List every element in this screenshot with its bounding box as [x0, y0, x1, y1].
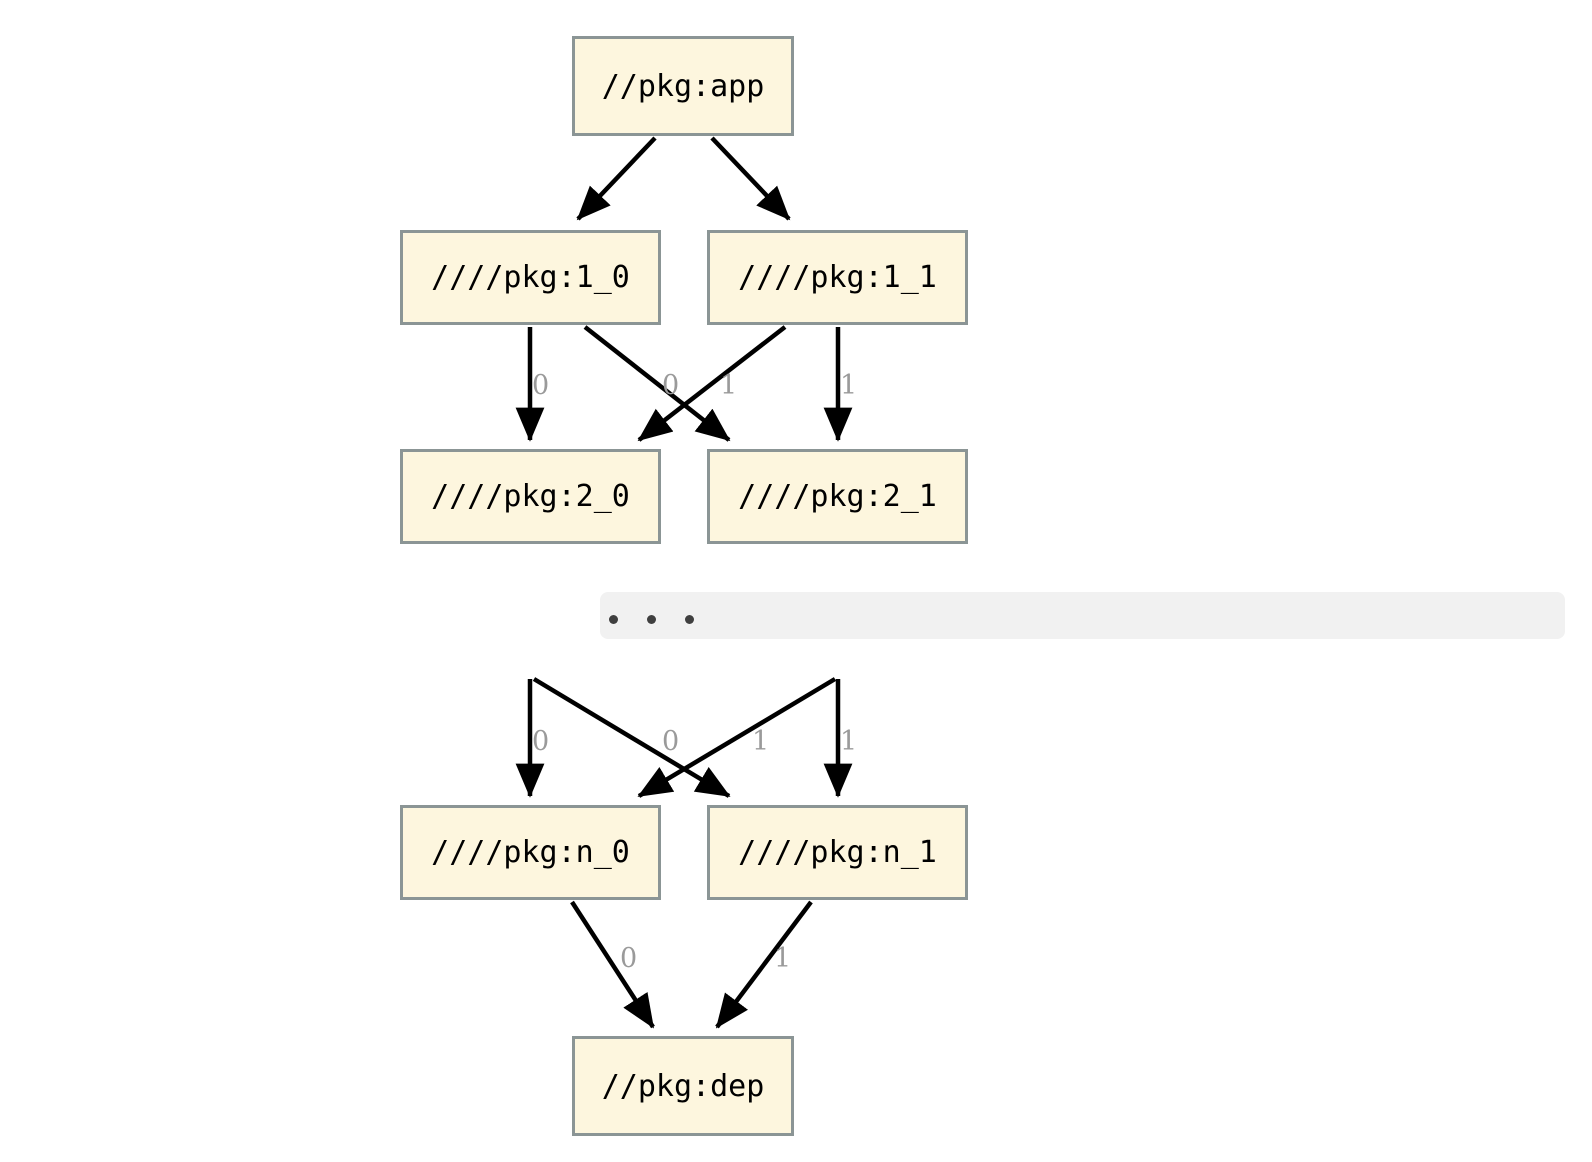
ellipsis-dot [647, 615, 656, 624]
node-pkg-n_1[interactable]: ////pkg:n_1 [707, 805, 968, 900]
edge-label-above-n_0-cross: 1 [752, 726, 770, 757]
edge-1_1-to-2_0 [637, 325, 787, 442]
node-label: ////pkg:1_1 [738, 260, 937, 295]
edge-label-above-n_1-straight: 1 [840, 726, 858, 757]
edge-label-above-n_0-straight: 0 [532, 726, 550, 757]
edge-above-to-n_1-cross [532, 677, 731, 798]
edge-app-to-1_0 [576, 136, 657, 221]
edge-above-to-n_0-cross [637, 677, 837, 798]
edge-label-above-n_1-cross: 0 [662, 726, 680, 757]
edge-label-1_0-2_0: 0 [532, 370, 550, 401]
ellipsis-dot [609, 615, 618, 624]
collapsed-region-band[interactable] [600, 592, 1565, 639]
node-pkg-n_0[interactable]: ////pkg:n_0 [400, 805, 661, 900]
node-pkg-dep[interactable]: //pkg:dep [572, 1036, 794, 1136]
edge-n_0-to-dep [570, 900, 655, 1029]
edge-1_0-to-2_1 [583, 325, 731, 442]
node-pkg-2_0[interactable]: ////pkg:2_0 [400, 449, 661, 544]
node-label: ////pkg:n_1 [738, 835, 937, 870]
edge-label-1_1-2_1: 1 [840, 370, 858, 401]
edge-label-1_0-2_1: 0 [662, 370, 680, 401]
node-label: ////pkg:2_0 [431, 479, 630, 514]
node-label: ////pkg:2_1 [738, 479, 937, 514]
edge-n_1-to-dep [715, 900, 813, 1029]
node-label: ////pkg:1_0 [431, 260, 630, 295]
edge-label-n_1-dep: 1 [774, 943, 792, 974]
edge-app-to-1_1 [710, 136, 791, 221]
node-pkg-1_0[interactable]: ////pkg:1_0 [400, 230, 661, 325]
node-label: //pkg:app [601, 68, 765, 104]
edge-label-1_1-2_0: 1 [720, 370, 738, 401]
node-label: //pkg:dep [601, 1068, 765, 1104]
ellipsis-dot [685, 615, 694, 624]
ellipsis-icon [609, 615, 694, 624]
node-pkg-app[interactable]: //pkg:app [572, 36, 794, 136]
node-pkg-1_1[interactable]: ////pkg:1_1 [707, 230, 968, 325]
node-label: ////pkg:n_0 [431, 835, 630, 870]
edge-label-n_0-dep: 0 [620, 943, 638, 974]
node-pkg-2_1[interactable]: ////pkg:2_1 [707, 449, 968, 544]
